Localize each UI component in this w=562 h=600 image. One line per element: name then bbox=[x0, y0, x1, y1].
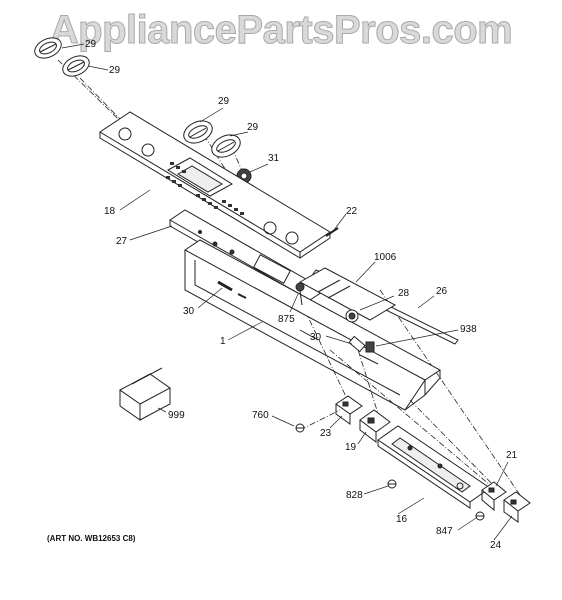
switch-24 bbox=[503, 491, 531, 523]
knob-right-2 bbox=[211, 134, 241, 158]
callout-18: 18 bbox=[104, 206, 116, 217]
knob-upper-left-2 bbox=[62, 55, 90, 77]
callout-938: 938 bbox=[460, 324, 477, 335]
watermark: AppliancePartsPros.com bbox=[49, 8, 513, 53]
callout-29-c: 29 bbox=[218, 96, 230, 107]
callout-999: 999 bbox=[168, 410, 185, 421]
switch-23 bbox=[335, 395, 363, 425]
control-panel-18 bbox=[99, 111, 331, 259]
screw-828 bbox=[387, 479, 397, 489]
board-1006 bbox=[298, 267, 397, 321]
callout-labels: 29 29 29 29 31 18 22 27 1006 30 875 28 2… bbox=[85, 39, 518, 551]
callout-27: 27 bbox=[116, 236, 128, 247]
part-875 bbox=[295, 282, 305, 306]
callout-pointers bbox=[61, 43, 513, 541]
callout-24: 24 bbox=[490, 540, 502, 551]
switch-21 bbox=[481, 481, 507, 512]
callout-828: 828 bbox=[346, 490, 363, 501]
callout-29-d: 29 bbox=[247, 122, 259, 133]
trim-22 bbox=[325, 227, 339, 237]
callout-1: 1 bbox=[220, 336, 226, 347]
board-16 bbox=[377, 425, 491, 509]
callout-16: 16 bbox=[396, 514, 408, 525]
part-30-right bbox=[348, 335, 366, 353]
screw-760 bbox=[295, 423, 305, 433]
part-28 bbox=[345, 309, 359, 323]
housing-1 bbox=[184, 239, 441, 411]
callout-28: 28 bbox=[398, 288, 410, 299]
callout-29-b: 29 bbox=[109, 65, 121, 76]
callout-875: 875 bbox=[278, 314, 295, 325]
knob-upper-left-1 bbox=[34, 37, 62, 59]
callout-30-left: 30 bbox=[183, 306, 195, 317]
callout-29-a: 29 bbox=[85, 39, 97, 50]
box-999 bbox=[119, 367, 171, 421]
callout-23: 23 bbox=[320, 428, 332, 439]
callout-22: 22 bbox=[346, 206, 358, 217]
art-number: (ART NO. WB12653 C8) bbox=[47, 534, 136, 543]
switch-19 bbox=[359, 409, 391, 443]
callout-21: 21 bbox=[506, 450, 518, 461]
callout-1006: 1006 bbox=[374, 252, 397, 263]
part-938 bbox=[365, 341, 375, 353]
knob-right-1 bbox=[183, 120, 213, 144]
callout-19: 19 bbox=[345, 442, 357, 453]
screw-847 bbox=[475, 511, 485, 521]
callout-847: 847 bbox=[436, 526, 453, 537]
callout-31: 31 bbox=[268, 153, 280, 164]
callout-760: 760 bbox=[252, 410, 269, 421]
callout-26: 26 bbox=[436, 286, 448, 297]
callout-30-right: 30 bbox=[310, 332, 322, 343]
